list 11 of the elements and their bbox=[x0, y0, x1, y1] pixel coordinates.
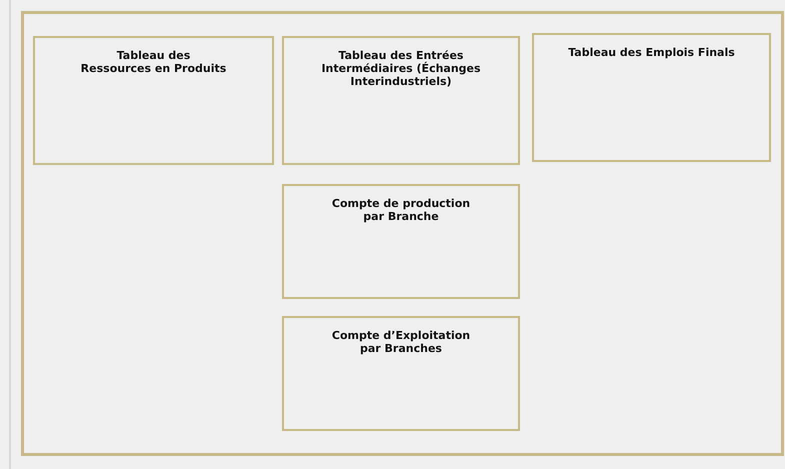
box-title: Compte de production par Branche bbox=[330, 197, 472, 223]
text-box bbox=[532, 33, 771, 162]
box-title: Tableau des Ressources en Produits bbox=[80, 49, 227, 75]
text-box bbox=[282, 36, 520, 165]
text-box bbox=[33, 36, 274, 165]
box-title: Compte d’Exploitation par Branches bbox=[330, 329, 472, 355]
frame-box bbox=[21, 11, 784, 456]
box-title: Tableau des Emplois Finals bbox=[567, 46, 736, 59]
text-box bbox=[282, 184, 520, 299]
box-title: Tableau des Entrées Intermédiaires (Échanges Interindustriels) bbox=[320, 49, 482, 88]
text-box bbox=[282, 316, 520, 431]
